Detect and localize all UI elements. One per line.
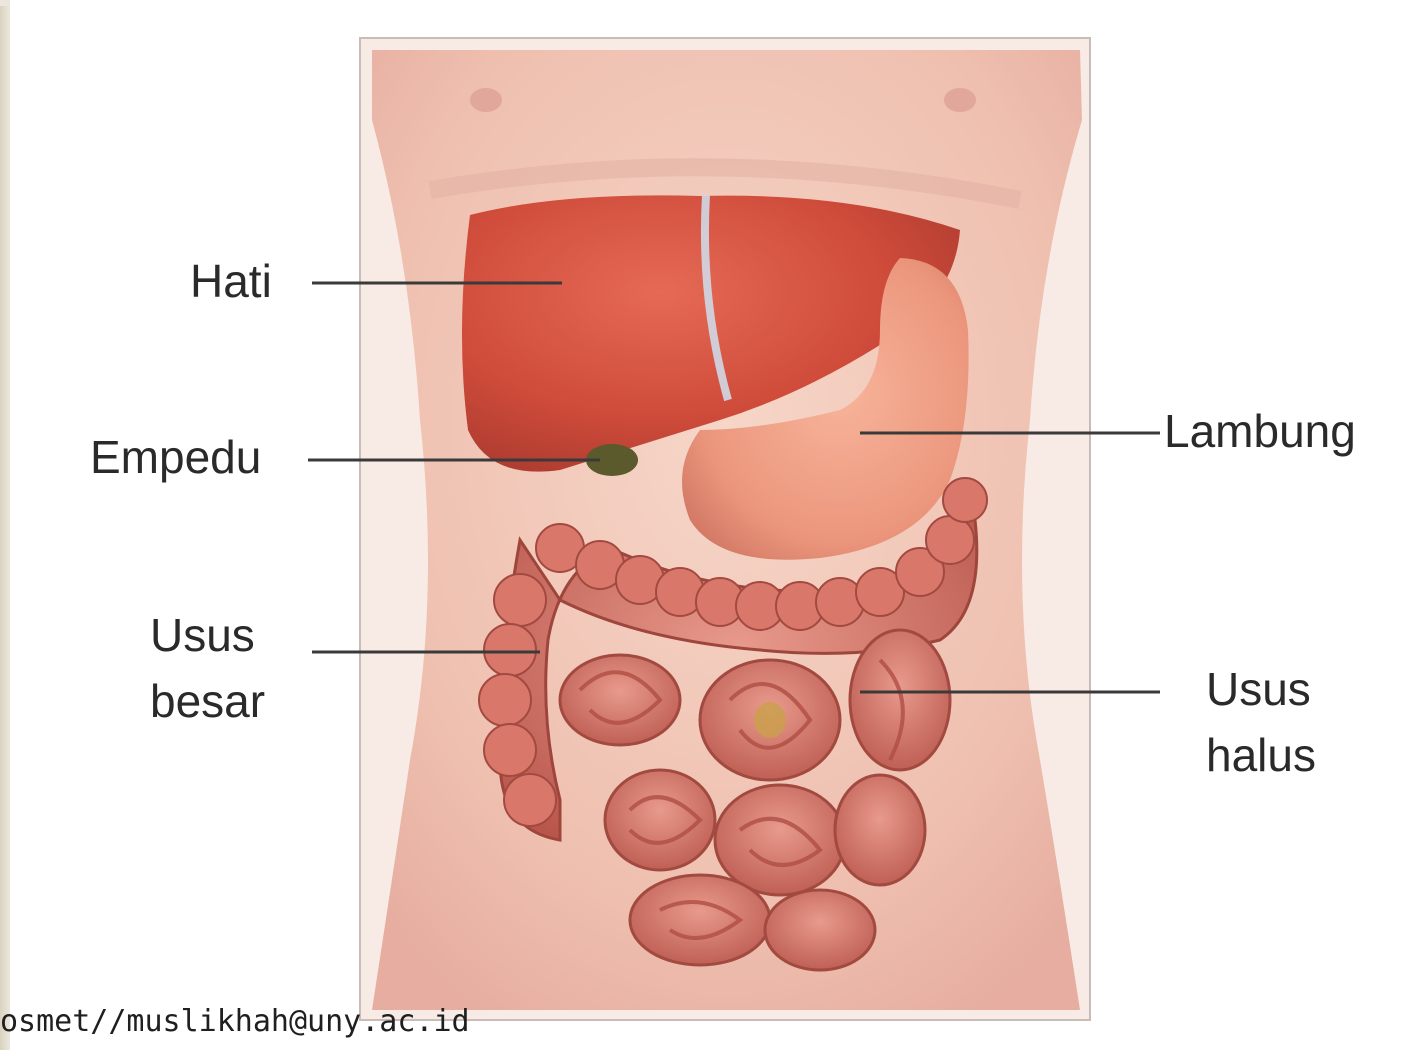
mesentery-center xyxy=(754,702,786,738)
label-usus-halus: Usus halus xyxy=(1206,656,1316,788)
label-usus-besar-line1: Usus xyxy=(150,602,265,668)
nipple-right xyxy=(944,88,976,112)
label-usus-halus-line2: halus xyxy=(1206,722,1316,788)
label-usus-besar: Usus besar xyxy=(150,602,265,734)
footer-credit: osmet//muslikhah@uny.ac.id xyxy=(0,1004,470,1039)
label-lambung: Lambung xyxy=(1164,398,1356,464)
nipple-left xyxy=(470,88,502,112)
label-empedu: Empedu xyxy=(90,424,261,490)
label-usus-besar-line2: besar xyxy=(150,668,265,734)
label-usus-halus-line1: Usus xyxy=(1206,656,1316,722)
label-hati: Hati xyxy=(190,248,272,314)
